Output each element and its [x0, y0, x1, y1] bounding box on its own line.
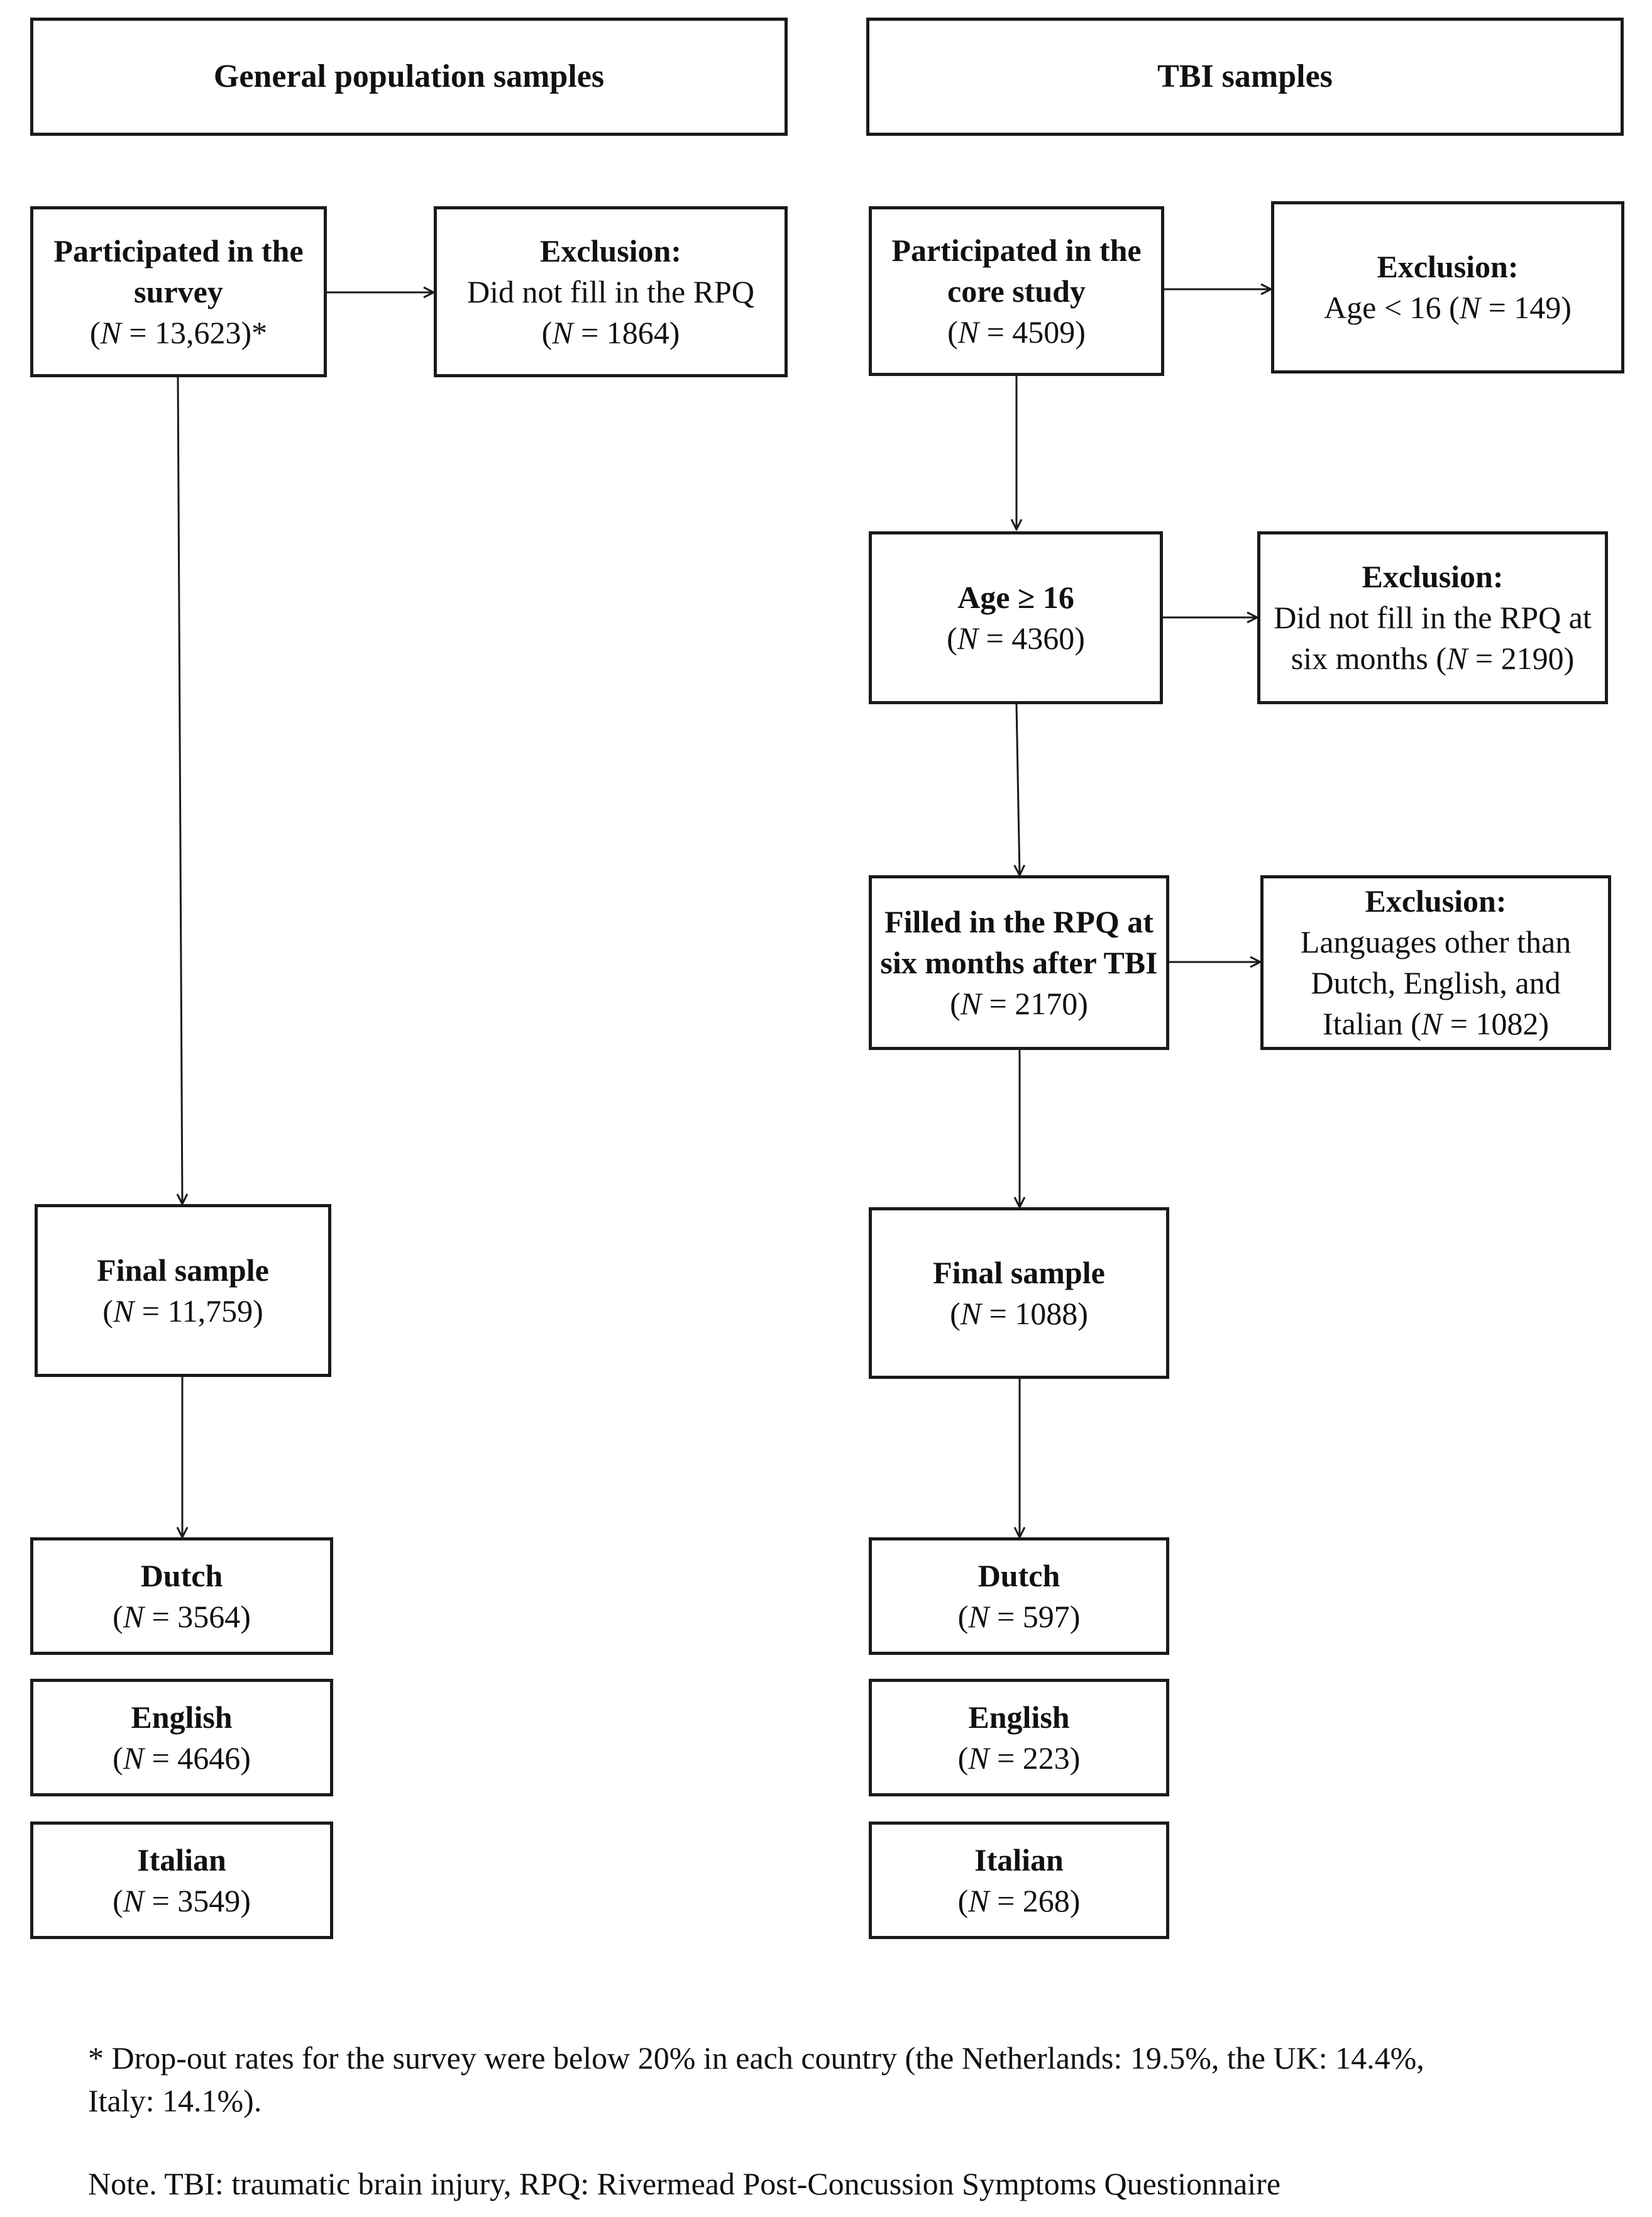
gen-participated-box: Participated in the survey (N = 13,623)*: [30, 206, 327, 377]
tbi-exclusion3-line2: Italian (N = 1082): [1322, 1006, 1550, 1041]
gen-final-title: Final sample: [97, 1252, 269, 1288]
tbi-participated-box: Participated in the core study (N = 4509…: [869, 206, 1164, 376]
tbi-english-box: English (N = 223): [869, 1679, 1169, 1796]
tbi-participated-n: (N = 4509): [947, 314, 1086, 350]
tbi-dutch-box: Dutch (N = 597): [869, 1537, 1169, 1655]
arrow-gen-participated-to-final: [178, 377, 182, 1204]
tbi-age-box: Age ≥ 16 (N = 4360): [869, 531, 1163, 704]
tbi-exclusion2-line1: Did not fill in the RPQ at: [1274, 600, 1592, 635]
gen-dutch-title: Dutch: [140, 1557, 223, 1593]
header-tbi: TBI samples: [866, 18, 1624, 136]
tbi-exclusion3-line1: Languages other than Dutch, English, and: [1300, 924, 1572, 1000]
tbi-filled-n: (N = 2170): [950, 985, 1088, 1021]
gen-participated-n: (N = 13,623)*: [89, 314, 268, 350]
tbi-exclusion-language-box: Exclusion: Languages other than Dutch, E…: [1260, 875, 1611, 1050]
footnote-abbreviations: Note. TBI: traumatic brain injury, RPQ: …: [88, 2166, 1281, 2201]
tbi-exclusion1-reason: Age < 16 (N = 149): [1324, 290, 1572, 325]
tbi-age-n: (N = 4360): [947, 620, 1085, 656]
tbi-exclusion2-line2: six months (N = 2190): [1291, 641, 1575, 676]
tbi-filled-title: Filled in the RPQ at six months after TB…: [880, 904, 1158, 980]
gen-exclusion-box: Exclusion: Did not fill in the RPQ (N = …: [434, 206, 788, 377]
tbi-italian-title: Italian: [974, 1842, 1064, 1877]
tbi-italian-box: Italian (N = 268): [869, 1822, 1169, 1939]
gen-dutch-n: (N = 3564): [113, 1598, 251, 1634]
gen-italian-title: Italian: [137, 1842, 226, 1877]
tbi-final-title: Final sample: [933, 1254, 1105, 1290]
gen-dutch-box: Dutch (N = 3564): [30, 1537, 333, 1655]
gen-english-title: English: [131, 1699, 233, 1735]
gen-italian-n: (N = 3549): [113, 1883, 251, 1918]
header-general-population: General population samples: [30, 18, 788, 136]
tbi-exclusion2-title: Exclusion:: [1362, 559, 1504, 594]
tbi-exclusion1-title: Exclusion:: [1377, 249, 1519, 284]
tbi-italian-n: (N = 268): [957, 1883, 1081, 1918]
gen-exclusion-reason: Did not fill in the RPQ: [467, 274, 754, 309]
gen-participated-title: Participated in the survey: [53, 233, 304, 309]
tbi-exclusion3-title: Exclusion:: [1365, 883, 1507, 919]
gen-exclusion-title: Exclusion:: [539, 233, 682, 268]
tbi-participated-title: Participated in the core study: [891, 232, 1142, 309]
tbi-dutch-title: Dutch: [977, 1557, 1060, 1593]
gen-exclusion-n: (N = 1864): [541, 314, 680, 350]
tbi-final-n: (N = 1088): [950, 1295, 1088, 1331]
gen-italian-box: Italian (N = 3549): [30, 1822, 333, 1939]
tbi-english-n: (N = 223): [957, 1740, 1081, 1776]
tbi-exclusion-age-box: Exclusion: Age < 16 (N = 149): [1271, 201, 1624, 373]
footnote-dropout: * Drop-out rates for the survey were bel…: [88, 2040, 1424, 2118]
gen-final-sample-box: Final sample (N = 11,759): [35, 1204, 331, 1377]
gen-english-n: (N = 4646): [113, 1740, 251, 1776]
tbi-exclusion-rpq-box: Exclusion: Did not fill in the RPQ at si…: [1257, 531, 1608, 704]
tbi-filled-rpq-box: Filled in the RPQ at six months after TB…: [869, 875, 1169, 1050]
arrow-tbi-age-to-filled: [1016, 704, 1020, 875]
gen-english-box: English (N = 4646): [30, 1679, 333, 1796]
tbi-age-title: Age ≥ 16: [957, 579, 1074, 615]
tbi-english-title: English: [968, 1699, 1070, 1735]
gen-final-n: (N = 11,759): [102, 1293, 263, 1329]
tbi-dutch-n: (N = 597): [957, 1598, 1081, 1634]
header-tbi-text: TBI samples: [1157, 58, 1333, 95]
header-general-population-text: General population samples: [213, 58, 605, 95]
tbi-final-sample-box: Final sample (N = 1088): [869, 1207, 1169, 1379]
